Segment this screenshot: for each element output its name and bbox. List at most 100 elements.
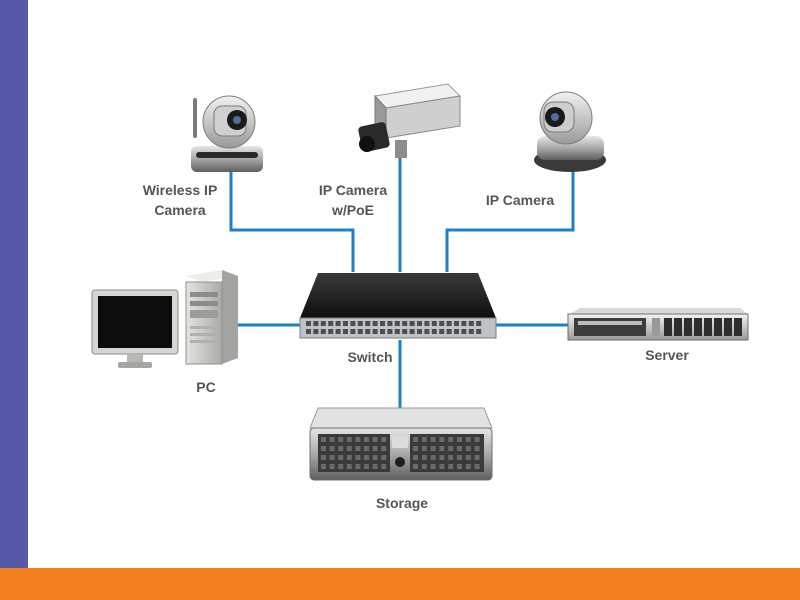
ip-camera-poe-label: IP Camera w/PoE (298, 180, 408, 220)
desktop-pc-icon (91, 270, 238, 368)
vent-hole (364, 446, 369, 451)
switch-port (313, 329, 319, 334)
vent-hole (421, 455, 427, 460)
vent-hole (338, 437, 344, 442)
switch-port (365, 329, 371, 334)
switch-port (439, 329, 445, 334)
vent-hole (355, 446, 361, 451)
drive-bay (724, 318, 732, 336)
link-ip-camera-switch (445, 170, 575, 272)
switch-port (476, 321, 482, 326)
switch-port (454, 321, 459, 326)
storage-label: Storage (375, 495, 429, 511)
vent-hole (381, 455, 387, 460)
switch-port (357, 321, 363, 326)
vent-hole (421, 437, 427, 442)
vent-hole (321, 455, 326, 460)
vent-hole (329, 464, 335, 469)
vent-hole (448, 446, 454, 451)
drive-bay (674, 318, 682, 336)
switch-port (365, 321, 371, 326)
switch-port (320, 321, 326, 326)
vent-hole (474, 437, 480, 442)
switch-port (320, 329, 326, 334)
vent-hole (346, 455, 352, 460)
switch-port (461, 329, 467, 334)
switch-port (394, 329, 400, 334)
wireless-ip-camera-label: Wireless IP Camera (130, 180, 230, 220)
switch-port (350, 329, 356, 334)
switch-port (402, 321, 408, 326)
vent-hole (457, 437, 462, 442)
drive-bay (734, 318, 742, 336)
ptz-ip-camera-icon (534, 91, 606, 172)
storage-vents (321, 437, 480, 469)
vent-hole (457, 446, 462, 451)
switch-port (461, 321, 467, 326)
switch-port (372, 321, 378, 326)
vent-hole (355, 464, 361, 469)
vent-hole (430, 437, 436, 442)
switch-port (431, 321, 437, 326)
switch-port (387, 329, 393, 334)
switch-port (313, 321, 319, 326)
vent-hole (372, 446, 378, 451)
vent-hole (413, 455, 418, 460)
switch-port (424, 329, 430, 334)
bottom-accent-bar (0, 568, 800, 600)
box-ip-camera-icon (358, 83, 462, 158)
switch-port (446, 329, 452, 334)
wireless-ip-camera-label-line1: Wireless IP (142, 182, 218, 198)
vent-hole (439, 437, 445, 442)
switch-port (357, 329, 363, 334)
vent-hole (364, 464, 369, 469)
vent-hole (448, 464, 454, 469)
ip-camera-poe-label-line1: IP Camera (318, 182, 388, 198)
vent-hole (421, 446, 427, 451)
vent-hole (381, 464, 387, 469)
vent-hole (346, 464, 352, 469)
vent-hole (474, 455, 480, 460)
server-drive-bays (664, 318, 742, 336)
vent-hole (321, 437, 326, 442)
switch-port (306, 321, 311, 326)
vent-hole (329, 455, 335, 460)
vent-hole (413, 446, 418, 451)
switch-port (335, 329, 341, 334)
drive-bay (704, 318, 712, 336)
wireless-ip-camera-label-line2: Camera (154, 202, 206, 218)
switch-port (409, 321, 415, 326)
drive-bay (684, 318, 692, 336)
vent-hole (346, 446, 352, 451)
drive-bay (714, 318, 722, 336)
drive-bay (694, 318, 702, 336)
vent-hole (413, 437, 418, 442)
vent-hole (413, 464, 418, 469)
switch-port (439, 321, 445, 326)
switch-port (343, 321, 348, 326)
link-wireless-camera-switch (229, 170, 355, 272)
storage-array-icon (309, 407, 493, 481)
switch-port (417, 329, 422, 334)
vent-hole (465, 464, 471, 469)
vent-hole (372, 455, 378, 460)
switch-port (328, 321, 334, 326)
ip-camera-label: IP Camera (485, 192, 555, 208)
vent-hole (381, 437, 387, 442)
switch-port (343, 329, 348, 334)
connection-links (229, 158, 575, 408)
vent-hole (372, 437, 378, 442)
switch-port (402, 329, 408, 334)
vent-hole (338, 464, 344, 469)
vent-hole (448, 455, 454, 460)
vent-hole (457, 464, 462, 469)
switch-port (454, 329, 459, 334)
switch-port (424, 321, 430, 326)
network-switch-icon (299, 273, 497, 339)
switch-port (468, 329, 474, 334)
switch-port (350, 321, 356, 326)
vent-hole (439, 446, 445, 451)
ip-camera-poe-label-line2: w/PoE (331, 202, 374, 218)
switch-port (394, 321, 400, 326)
vent-hole (346, 437, 352, 442)
